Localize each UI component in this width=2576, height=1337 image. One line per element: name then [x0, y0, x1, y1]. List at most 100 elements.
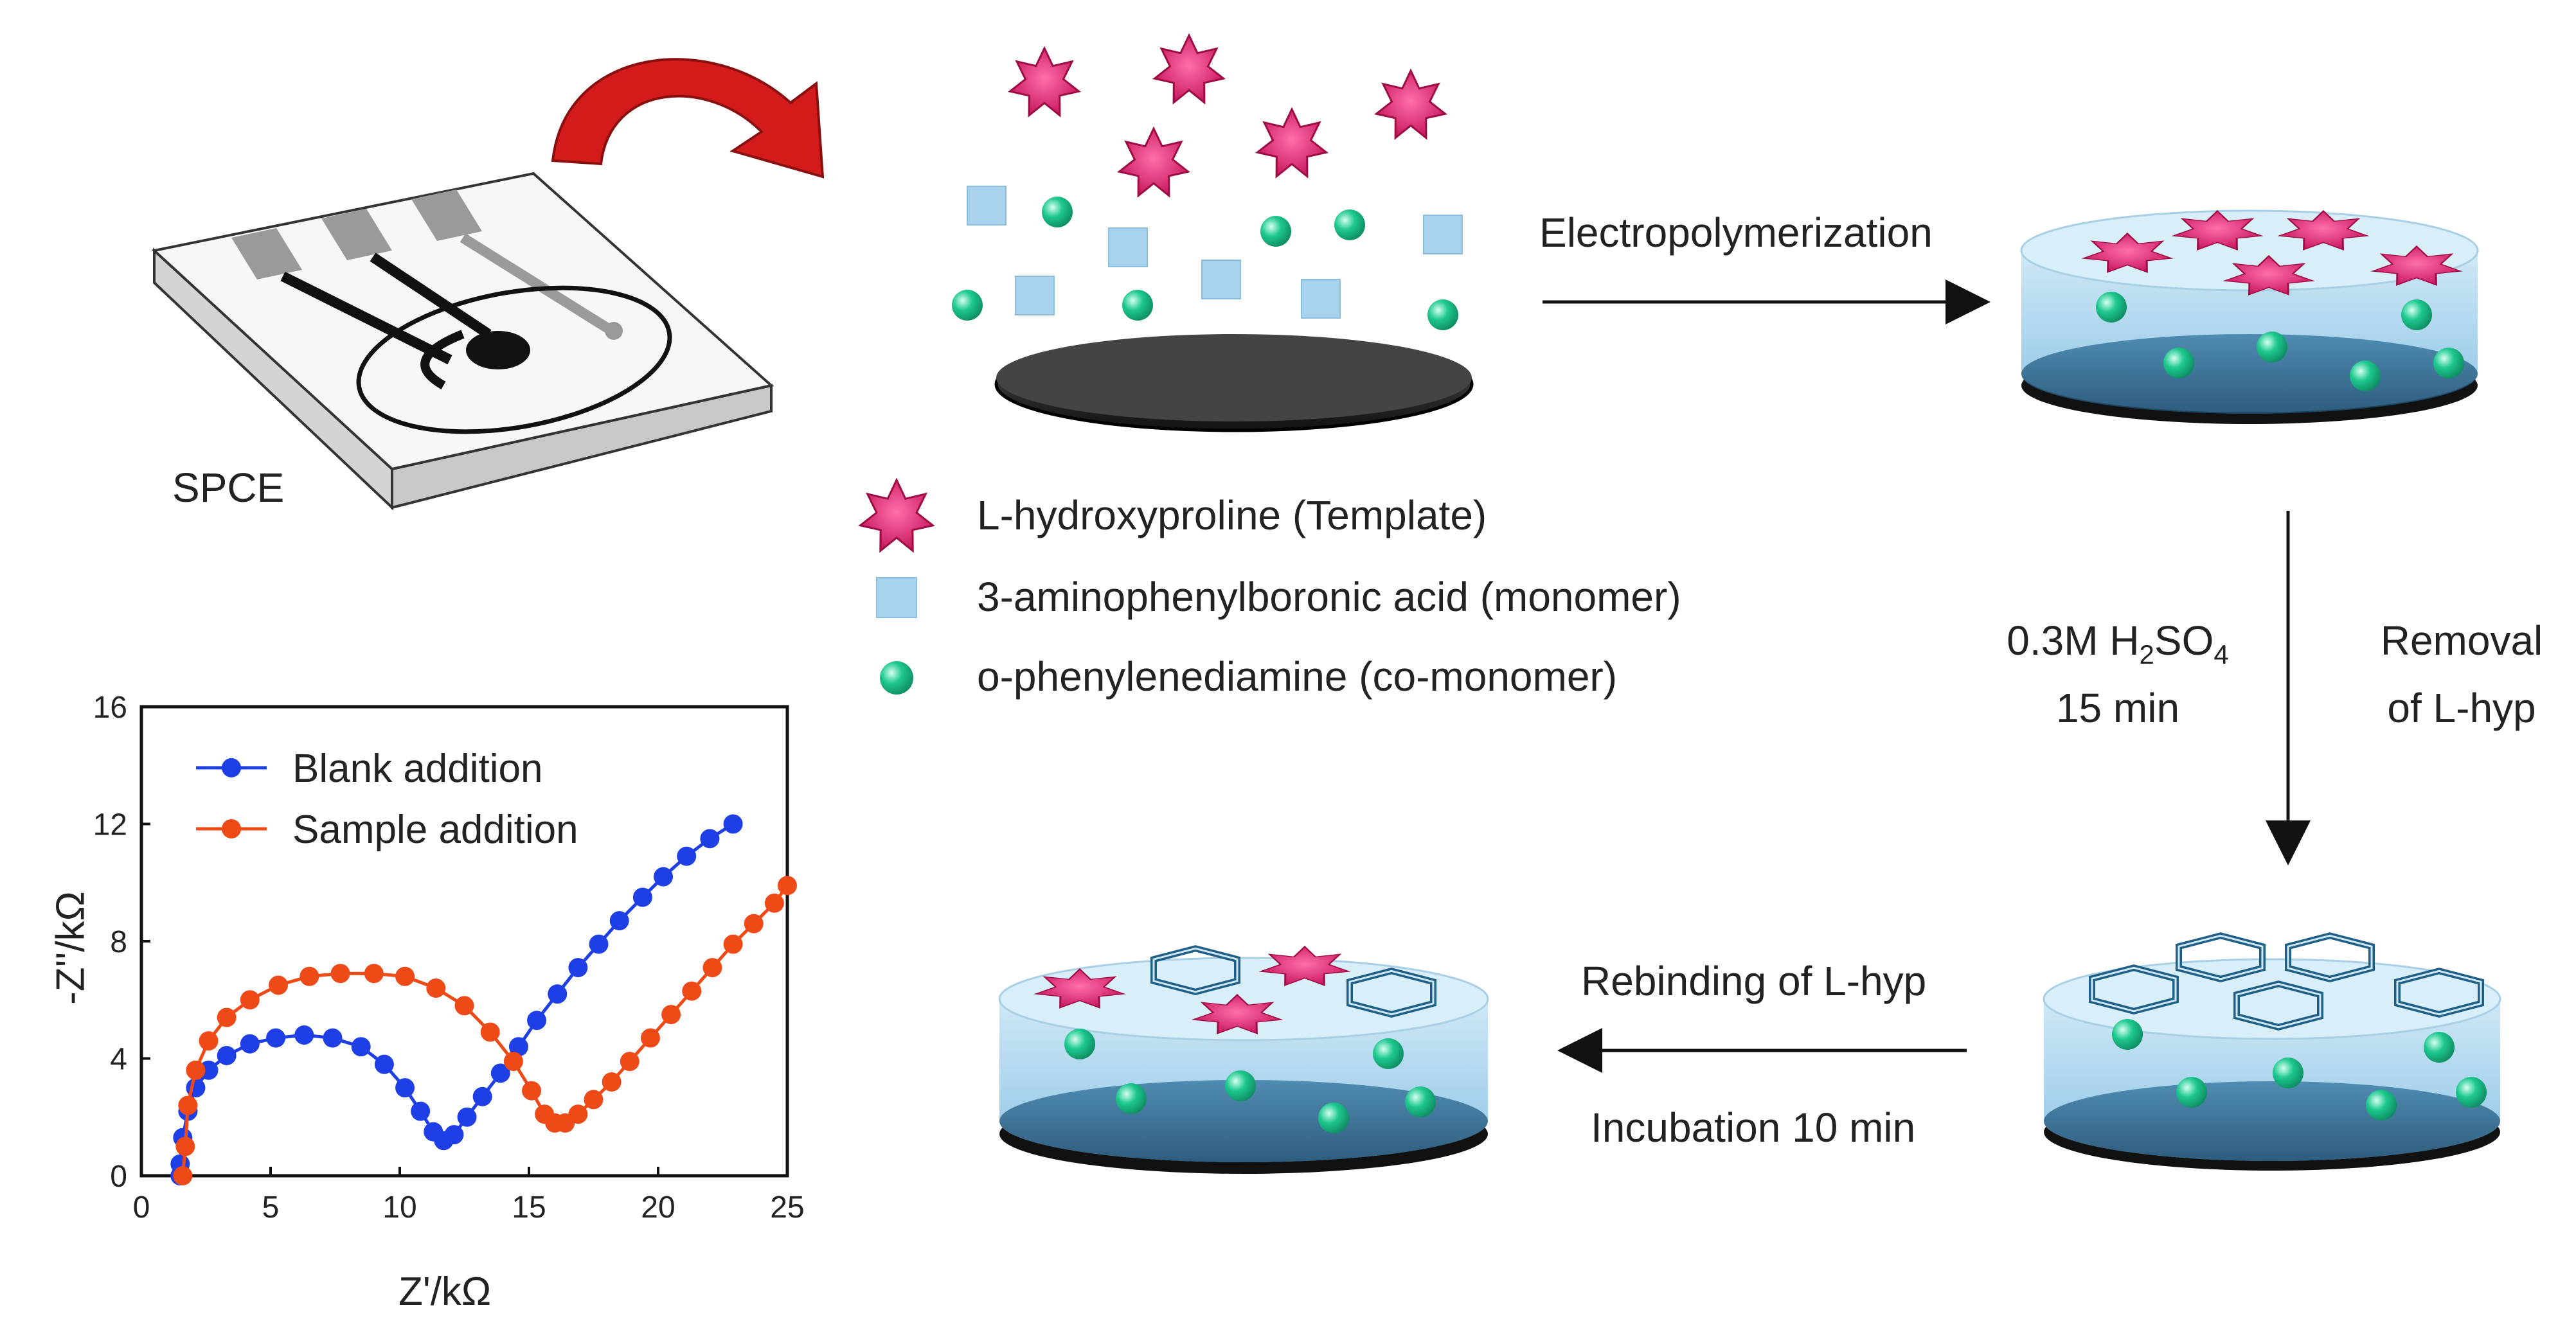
data-point: [677, 846, 697, 866]
data-point: [178, 1095, 198, 1115]
data-point: [620, 1052, 640, 1072]
data-point: [723, 934, 743, 954]
x-tick-label: 5: [262, 1191, 280, 1225]
plot-ylabel: -Z''/kΩ: [48, 891, 93, 1005]
imprinted-cavity-inner: [2396, 970, 2482, 1016]
template-star-icon: [1007, 46, 1082, 118]
data-point: [240, 990, 260, 1010]
template-star-icon: [1255, 107, 1329, 179]
comonomer-sphere-icon: [2096, 292, 2127, 323]
data-point: [700, 829, 720, 849]
template-star-icon: [2223, 254, 2315, 296]
comonomer-sphere-icon: [2401, 299, 2432, 330]
data-point: [723, 814, 743, 834]
data-point: [609, 911, 629, 931]
mip-disc-empty-cavities: [2043, 958, 2501, 1171]
data-point: [568, 1104, 588, 1124]
data-point: [395, 966, 415, 986]
imprinted-cavity-inner: [2287, 934, 2373, 980]
comonomer-sphere-icon: [1042, 197, 1073, 227]
data-point: [457, 1107, 477, 1127]
data-point: [602, 1072, 622, 1092]
data-point: [330, 964, 350, 984]
data-point: [589, 934, 609, 954]
data-point: [300, 966, 319, 986]
disc-bottom-face: [2044, 1081, 2500, 1161]
legend-series-label: Blank addition: [292, 747, 543, 791]
acid-formula: H2SO4: [2109, 617, 2228, 669]
spce-label: SPCE: [172, 465, 285, 511]
data-point: [522, 1081, 542, 1101]
spce-contact-pad: [231, 228, 302, 279]
data-point: [364, 964, 384, 984]
data-point: [175, 1137, 195, 1156]
data-point: [548, 984, 568, 1004]
data-point: [503, 1052, 523, 1072]
monomer-solution: [994, 334, 1474, 432]
rebinding-label: Rebinding of L-hyp: [1581, 958, 1927, 1004]
legend: [858, 477, 935, 695]
comonomer-sphere-icon: [2366, 1090, 2397, 1120]
monomer-square-icon: [1108, 227, 1148, 267]
comonomer-sphere-icon: [2273, 1058, 2303, 1088]
monomer-square-icon: [1423, 215, 1463, 254]
data-point: [444, 1125, 464, 1145]
red-curved-arrow: [551, 58, 825, 179]
imprinted-cavity-inner: [1152, 947, 1239, 993]
template-star-icon: [1152, 33, 1226, 105]
data-point: [374, 1054, 394, 1074]
y-tick-label: 0: [110, 1160, 127, 1194]
monomer-square-icon: [967, 186, 1006, 226]
plot-series: [170, 814, 797, 1185]
molecule-layer: [952, 33, 2487, 1133]
bare-electrode-disc-top: [996, 334, 1472, 421]
comonomer-sphere-icon: [2257, 332, 2287, 362]
spce-track: [460, 233, 620, 339]
data-point: [778, 876, 797, 896]
comonomer-sphere-icon: [2163, 348, 2194, 378]
data-point: [490, 1063, 510, 1083]
comonomer-sphere-icon: [1427, 299, 1458, 330]
formula-sub-4: 4: [2214, 639, 2229, 669]
legend-comonomer-label: o-phenylenediamine (co-monomer): [977, 653, 1618, 700]
formula-sub-2: 2: [2139, 639, 2154, 669]
data-point: [661, 1005, 681, 1025]
legend-marker: [222, 758, 241, 777]
imprinted-cavity-inner: [2178, 934, 2264, 980]
template-star-icon: [2081, 232, 2174, 273]
monomer-square-icon: [1201, 260, 1241, 299]
data-point: [240, 1034, 260, 1054]
data-point: [454, 996, 474, 1016]
legend-series-label: Sample addition: [292, 808, 578, 852]
comonomer-sphere-icon: [1334, 209, 1365, 240]
comonomer-sphere-icon: [2424, 1032, 2455, 1063]
data-point: [351, 1037, 371, 1057]
comonomer-sphere-icon: [2433, 348, 2464, 378]
removal-label-line1: Removal: [2380, 617, 2543, 664]
template-star-icon: [2171, 209, 2264, 251]
comonomer-sphere-icon: [2176, 1077, 2207, 1108]
comonomer-sphere-icon: [952, 290, 983, 321]
comonomer-sphere-icon: [2112, 1019, 2143, 1050]
data-point: [173, 1166, 193, 1185]
mip-disc-with-template: [2020, 209, 2479, 424]
comonomer-sphere-icon: [1318, 1102, 1349, 1133]
template-star-icon: [1373, 68, 1448, 140]
x-tick-label: 0: [133, 1191, 150, 1225]
comonomer-sphere-icon: [1064, 1029, 1095, 1059]
arrow-body: [551, 58, 825, 179]
imprinted-cavity-inner: [1348, 970, 1435, 1016]
incubation-label: Incubation 10 min: [1591, 1104, 1916, 1151]
y-tick-label: 8: [110, 925, 127, 959]
data-point: [294, 1025, 314, 1045]
imprinted-cavity-inner: [2091, 966, 2177, 1013]
template-star-icon: [2370, 245, 2463, 286]
x-tick-label: 25: [770, 1191, 804, 1225]
monomer-square-icon: [876, 577, 917, 618]
comonomer-sphere-icon: [1225, 1070, 1256, 1101]
template-star-icon: [858, 477, 935, 553]
electropolymerization-label: Electropolymerization: [1539, 209, 1933, 256]
imprinted-cavity-inner: [2235, 982, 2321, 1029]
acid-concentration: 0.3M: [2007, 617, 2098, 664]
